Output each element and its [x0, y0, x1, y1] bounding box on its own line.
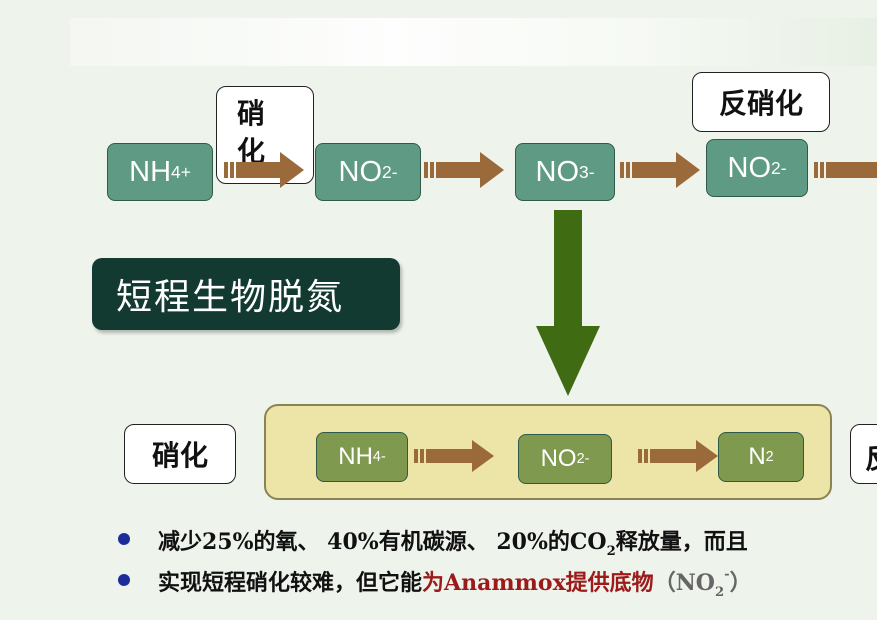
arrow-nh4-no2-bottom	[414, 440, 494, 472]
bullet-dot-1	[118, 533, 130, 545]
arrow-no2-n2-bottom	[638, 440, 718, 472]
bullet-text-2: 实现短程硝化较难，但它能为Anammox提供底物（NO2-）	[158, 567, 752, 600]
title-text: 短程生物脱氮	[116, 277, 345, 318]
nitrification-label-bottom: 硝化	[124, 424, 236, 484]
denitrification-label-bottom-partial: 反	[850, 424, 877, 484]
arrow-no2-next-top	[814, 162, 877, 178]
arrow-no3-no2-top	[620, 152, 700, 188]
title-box: 短程生物脱氮	[92, 258, 400, 330]
arrow-no2-no3-top	[424, 152, 504, 188]
header-band	[70, 18, 877, 66]
bullet-dot-2	[118, 574, 130, 586]
down-arrow	[536, 210, 600, 396]
bullet-text-1: 减少25%的氧、 40%有机碳源、 20%的CO2释放量，而且	[158, 529, 748, 559]
denitrification-label-top: 反硝化	[692, 72, 830, 132]
arrow-nh4-no2-top	[224, 152, 304, 188]
